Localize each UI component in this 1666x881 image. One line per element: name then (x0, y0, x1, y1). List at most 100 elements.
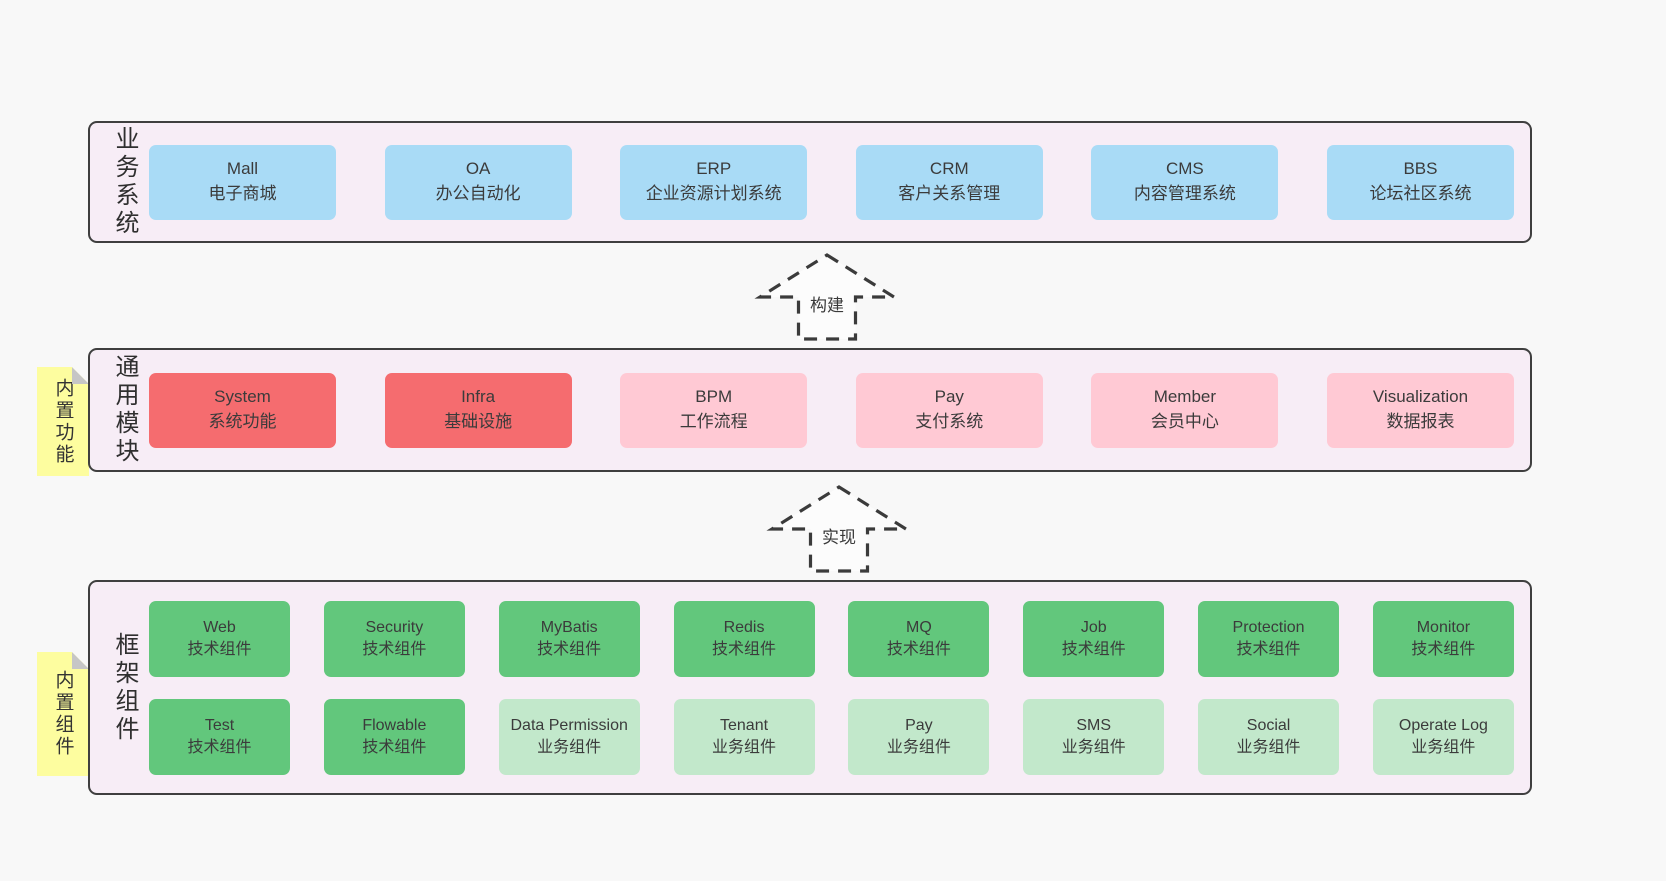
node-subtitle: 业务组件 (1061, 738, 1126, 756)
node-title: Job (1080, 618, 1107, 636)
business-boxes-row: Mall 电子商城 OA 办公自动化 ERP 企业资源计划系统 CRM 客户关系… (137, 123, 1530, 241)
node-title: MQ (905, 618, 932, 636)
arrow-implement-up-icon: 实现 (764, 483, 914, 575)
node-subtitle: 技术组件 (712, 640, 777, 658)
arrow-build-label: 构建 (810, 296, 844, 315)
node-system: System 系统功能 (149, 372, 336, 448)
node-social: Social 业务组件 (1198, 698, 1340, 775)
node-visualization: Visualization 数据报表 (1326, 372, 1514, 448)
node-bbs: BBS 论坛社区系统 (1326, 144, 1514, 220)
node-title: Operate Log (1398, 716, 1488, 734)
panel-common-modules: 通用模块 System 系统功能 Infra 基础设施 BPM 工作流程 Pay… (88, 348, 1532, 472)
node-subtitle: 技术组件 (362, 640, 427, 658)
node-title: Pay (934, 387, 964, 407)
node-subtitle: 技术组件 (537, 640, 602, 658)
node-title: CRM (929, 159, 969, 179)
node-subtitle: 业务组件 (537, 738, 602, 756)
node-subtitle: 技术组件 (1411, 640, 1476, 658)
node-title: System (214, 387, 271, 407)
node-title: MyBatis (540, 618, 598, 636)
node-subtitle: 会员中心 (1150, 412, 1219, 431)
node-subtitle: 系统功能 (208, 412, 277, 431)
node-protection: Protection 技术组件 (1198, 600, 1340, 677)
framework-row-2: Test 技术组件 Flowable 技术组件 Data Permission … (149, 698, 1514, 775)
sticky-note-label: 内置组件 (52, 670, 74, 758)
arrow-build-up-icon: 构建 (752, 251, 902, 343)
node-subtitle: 电子商城 (208, 184, 277, 203)
node-title: Redis (723, 618, 765, 636)
node-subtitle: 客户关系管理 (898, 184, 1001, 203)
sticky-note-builtin-features: 内置功能 (37, 367, 89, 476)
node-title: Flowable (362, 716, 427, 734)
node-title: Infra (461, 387, 496, 407)
node-title: Pay (905, 716, 933, 734)
node-subtitle: 基础设施 (444, 412, 513, 431)
modules-boxes-row: System 系统功能 Infra 基础设施 BPM 工作流程 Pay 支付系统… (137, 350, 1530, 470)
node-subtitle: 技术组件 (362, 738, 427, 756)
panel-label-framework-components: 框架组件 (111, 631, 138, 744)
arrow-implement-label: 实现 (822, 528, 856, 547)
node-subtitle: 技术组件 (187, 738, 252, 756)
node-mq: MQ 技术组件 (848, 600, 990, 677)
node-infra: Infra 基础设施 (384, 372, 572, 448)
node-cms: CMS 内容管理系统 (1091, 144, 1279, 220)
node-flowable: Flowable 技术组件 (323, 698, 465, 775)
node-job: Job 技术组件 (1023, 600, 1165, 677)
node-erp: ERP 企业资源计划系统 (620, 144, 808, 220)
node-title: CMS (1165, 159, 1204, 179)
node-data-permission: Data Permission 业务组件 (498, 698, 640, 775)
node-subtitle: 内容管理系统 (1133, 184, 1236, 203)
node-subtitle: 办公自动化 (435, 184, 521, 203)
node-subtitle: 论坛社区系统 (1369, 184, 1472, 203)
panel-label-business-systems: 业务系统 (111, 126, 138, 238)
node-operate-log: Operate Log 业务组件 (1372, 698, 1514, 775)
node-mybatis: MyBatis 技术组件 (498, 600, 640, 677)
node-title: Test (204, 716, 235, 734)
node-title: Data Permission (510, 716, 628, 734)
node-web: Web 技术组件 (149, 600, 290, 677)
node-pay: Pay 支付系统 (855, 372, 1043, 448)
framework-boxes-grid: Web 技术组件 Security 技术组件 MyBatis 技术组件 Redi… (137, 582, 1530, 793)
node-title: BPM (695, 387, 733, 407)
node-subtitle: 技术组件 (187, 640, 252, 658)
sticky-fold-corner-icon (72, 367, 89, 384)
node-title: Visualization (1372, 387, 1469, 407)
node-monitor: Monitor 技术组件 (1372, 600, 1514, 677)
node-test: Test 技术组件 (149, 698, 290, 775)
node-title: Web (203, 618, 236, 636)
node-subtitle: 企业资源计划系统 (645, 184, 782, 203)
node-subtitle: 技术组件 (1061, 640, 1126, 658)
node-subtitle: 支付系统 (915, 412, 984, 431)
framework-row-1: Web 技术组件 Security 技术组件 MyBatis 技术组件 Redi… (149, 600, 1514, 677)
node-bpm: BPM 工作流程 (620, 372, 808, 448)
node-tenant: Tenant 业务组件 (673, 698, 815, 775)
node-member: Member 会员中心 (1091, 372, 1279, 448)
node-sms: SMS 业务组件 (1023, 698, 1165, 775)
node-pay-business: Pay 业务组件 (848, 698, 990, 775)
panel-label-common-modules: 通用模块 (111, 354, 138, 466)
node-subtitle: 工作流程 (679, 412, 748, 431)
panel-framework-components: 框架组件 Web 技术组件 Security 技术组件 MyBatis 技术组件… (88, 580, 1532, 795)
sticky-fold-corner-icon (72, 652, 89, 669)
node-title: BBS (1403, 159, 1438, 179)
node-security: Security 技术组件 (323, 600, 465, 677)
node-subtitle: 技术组件 (1236, 640, 1301, 658)
node-subtitle: 业务组件 (1411, 738, 1476, 756)
node-title: Mall (226, 159, 259, 179)
sticky-note-label: 内置功能 (52, 377, 74, 466)
node-title: Security (365, 618, 424, 636)
node-crm: CRM 客户关系管理 (855, 144, 1043, 220)
node-subtitle: 业务组件 (1236, 738, 1301, 756)
node-subtitle: 业务组件 (886, 738, 951, 756)
node-title: OA (465, 159, 491, 179)
node-title: ERP (696, 159, 732, 179)
node-title: Protection (1232, 618, 1305, 636)
node-title: Social (1246, 716, 1291, 734)
panel-business-systems: 业务系统 Mall 电子商城 OA 办公自动化 ERP 企业资源计划系统 CRM… (88, 121, 1532, 243)
node-title: SMS (1076, 716, 1112, 734)
node-title: Tenant (720, 716, 769, 734)
node-subtitle: 数据报表 (1386, 412, 1455, 431)
node-mall: Mall 电子商城 (149, 144, 336, 220)
node-subtitle: 业务组件 (712, 738, 777, 756)
